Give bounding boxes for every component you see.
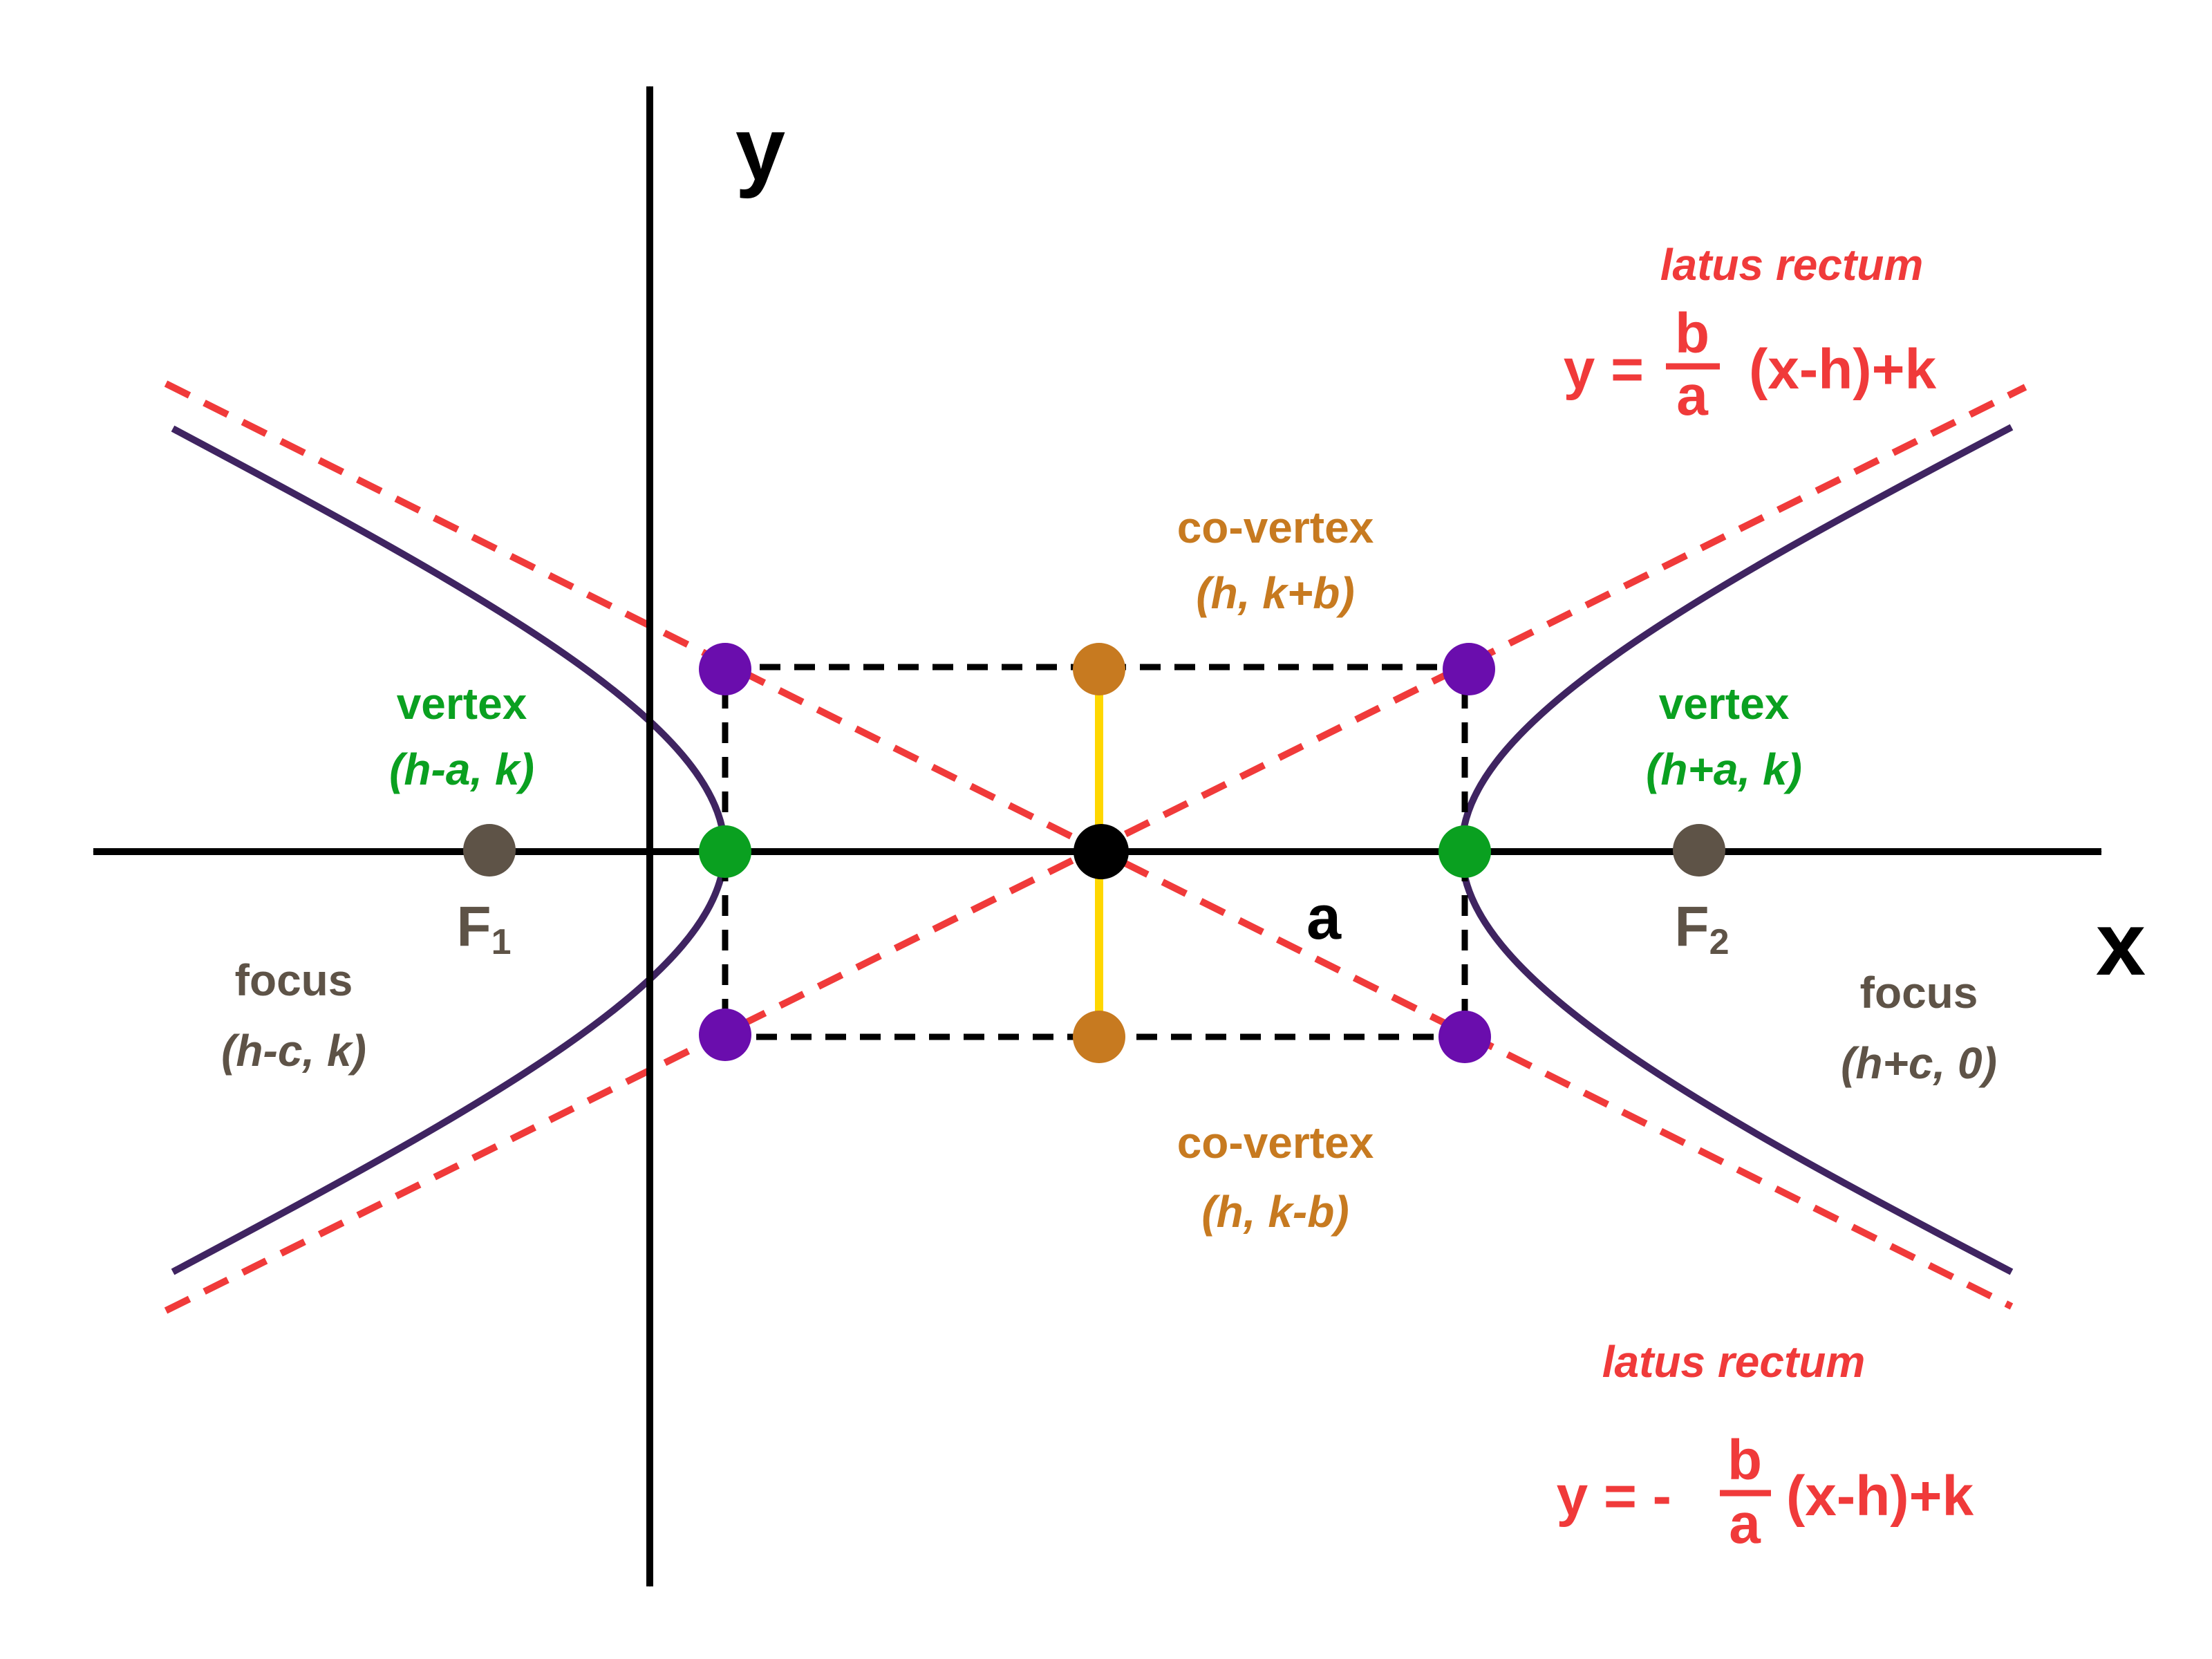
center-point: [1074, 824, 1129, 879]
vertex-coords-left: (h-a, k): [389, 744, 534, 794]
latus-rectum-caption-upper: latus rectum: [1660, 240, 1924, 290]
focus-coords-left: (h-c, k): [221, 1026, 366, 1076]
box-corner-bottom-left: [699, 1009, 751, 1061]
box-corner-top-right: [1443, 643, 1495, 695]
asymptote-eq-upper-lhs: y =: [1564, 338, 1644, 401]
box-corner-top-left: [699, 643, 751, 695]
vertex-coords-right: (h+a, k): [1646, 744, 1802, 794]
focus-point-right: [1673, 824, 1725, 877]
focus-caption-right: focus: [1860, 968, 1978, 1018]
focus-caption-left: focus: [235, 955, 353, 1005]
vertex-point-right: [1438, 825, 1491, 878]
co-vertex-caption-top: co-vertex: [1177, 503, 1374, 552]
asymptote-eq-lower-num: b: [1727, 1429, 1762, 1492]
asymptote-eq-lower-den: a: [1729, 1492, 1761, 1555]
vertex-caption-left: vertex: [397, 679, 527, 729]
x-axis-label: x: [2096, 893, 2146, 994]
box-corner-bottom-right: [1438, 1011, 1491, 1063]
co-vertex-point-bottom: [1073, 1011, 1125, 1063]
co-vertex-coords-bottom: (h, k-b): [1201, 1187, 1349, 1237]
y-axis-label: y: [735, 98, 785, 199]
asymptote-eq-upper-den: a: [1676, 364, 1709, 427]
focus-point-left: [463, 824, 516, 877]
semi-major-label: a: [1306, 883, 1342, 953]
asymptote-eq-lower-rhs: (x-h)+k: [1786, 1465, 1974, 1528]
vertex-caption-right: vertex: [1659, 679, 1790, 729]
co-vertex-coords-top: (h, k+b): [1196, 568, 1354, 618]
latus-rectum-caption-lower: latus rectum: [1602, 1337, 1866, 1387]
asymptote-eq-lower-lhs: y = -: [1557, 1465, 1671, 1528]
vertex-point-left: [699, 825, 751, 878]
co-vertex-point-top: [1073, 643, 1125, 695]
focus-name-left: F1: [456, 895, 511, 962]
focus-coords-right: (h+c, 0): [1841, 1038, 1997, 1088]
asymptote-eq-upper-num: b: [1675, 302, 1709, 365]
focus-name-right: F2: [1674, 895, 1729, 962]
co-vertex-caption-bottom: co-vertex: [1177, 1118, 1374, 1168]
asymptote-eq-upper-rhs: (x-h)+k: [1749, 338, 1937, 401]
